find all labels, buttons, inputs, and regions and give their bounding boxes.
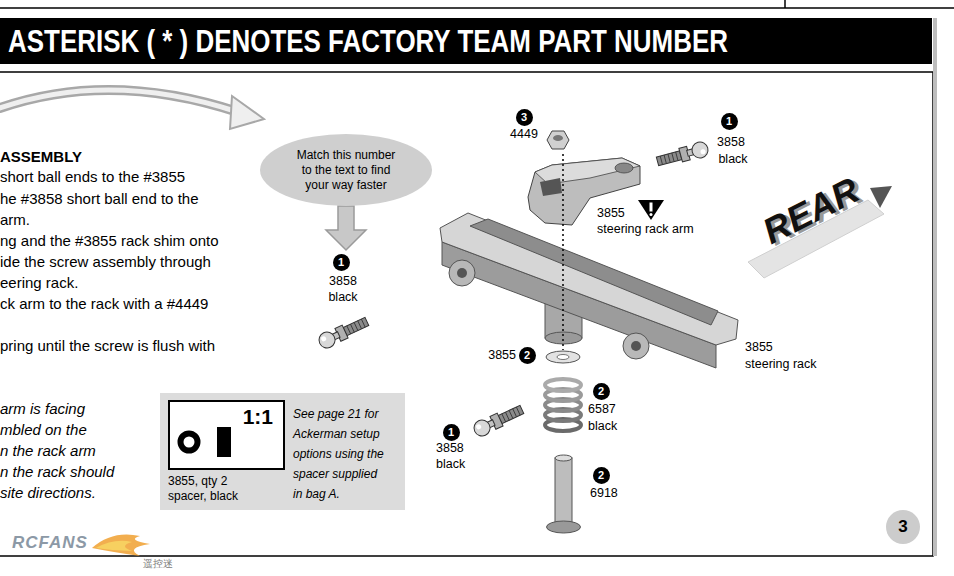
callout-digit: 2	[598, 469, 604, 481]
part-number: 3858	[436, 440, 464, 456]
part-number: 4449	[510, 126, 538, 142]
scale-text: 1:1	[243, 405, 273, 429]
nut	[547, 131, 569, 149]
header-band: ASTERISK ( * ) DENOTES FACTORY TEAM PART…	[0, 18, 932, 64]
curved-arrow-outline	[0, 90, 238, 112]
callout-number: 3	[516, 109, 533, 126]
down-arrow	[326, 206, 366, 250]
callout-digit: 1	[338, 256, 344, 268]
curved-arrow-fill	[0, 90, 238, 112]
rack-channel	[470, 219, 718, 325]
note-line: mbled on the	[0, 422, 87, 438]
note-line: site directions.	[0, 485, 96, 501]
warning-triangle	[638, 200, 664, 220]
callout-number: 1	[721, 113, 738, 130]
panel-frame	[0, 72, 933, 556]
part-number: 6587	[588, 401, 616, 417]
callout-number: 2	[593, 383, 610, 400]
instruction-line: ide the screw assembly through	[0, 254, 211, 270]
panel-shadow	[933, 18, 937, 556]
shim-hole	[557, 355, 569, 360]
curved-arrow-head	[230, 96, 264, 129]
section-heading: ASSEMBLY	[0, 149, 82, 165]
callout-number: 2	[593, 467, 610, 484]
part-number: 3858	[717, 134, 745, 150]
pivot-pin	[555, 458, 572, 526]
instruction-line: short ball ends to the #3855	[0, 169, 185, 185]
part-color: black	[588, 418, 617, 434]
note-panel: 3855, qty 2 spacer, black See page 21 for…	[160, 393, 405, 510]
part-number: 6918	[590, 485, 618, 501]
spring-coil	[545, 379, 581, 391]
part-number: 3855	[597, 205, 625, 221]
ball-stud-left	[316, 314, 370, 350]
part-color: black	[328, 289, 357, 305]
rack-boss-bottom	[545, 332, 582, 344]
rack-eye-hole	[457, 268, 467, 278]
part-color: black	[718, 151, 747, 167]
rear-arrowhead	[870, 186, 892, 208]
page-number-text: 3	[898, 517, 907, 537]
watermark: 遥控迷	[143, 558, 173, 570]
direction-marker: REAR	[757, 170, 866, 252]
part-name: steering rack arm	[597, 221, 694, 237]
callout-number: 2	[519, 347, 536, 364]
bubble-text: Match this number to the text to find yo…	[294, 148, 398, 193]
instruction-line: eering rack.	[0, 275, 78, 291]
callout-digit: 1	[448, 426, 454, 438]
watermark-flame-inner	[96, 541, 132, 551]
instruction-line: arm.	[0, 212, 30, 228]
instruction-line: pring until the screw is flush with	[0, 338, 215, 354]
part-name: steering rack	[745, 356, 817, 372]
spacer-side	[217, 427, 231, 457]
rack-top-face	[440, 213, 738, 345]
warning-dot	[650, 213, 653, 216]
part-number: 3858	[329, 273, 357, 289]
rack-shim	[546, 351, 580, 363]
assembly-axis	[562, 154, 564, 350]
callout-digit: 1	[726, 115, 732, 127]
page-number: 3	[886, 510, 920, 544]
spacer-icon	[170, 416, 240, 466]
ball-stud-lower	[471, 402, 525, 438]
instruction-line: he #3858 short ball end to the	[0, 191, 199, 207]
callout-number: 1	[443, 424, 460, 441]
scale-box: 1:1	[168, 400, 285, 470]
arm-socket	[540, 178, 562, 196]
part-color: black	[436, 456, 465, 472]
part-number: 3855	[745, 339, 773, 355]
top-divider	[784, 0, 786, 8]
pin-head	[547, 521, 581, 533]
ball-stud-top	[655, 140, 709, 169]
watermark: RCFANS	[12, 535, 88, 551]
callout-number: 1	[333, 254, 350, 271]
arm-hole	[615, 163, 633, 173]
callout-digit: 3	[521, 111, 527, 123]
note-line: n the rack arm	[0, 443, 96, 459]
warning-mark	[650, 203, 653, 212]
note-line: n the rack should	[0, 464, 114, 480]
note-line: arm is facing	[0, 401, 85, 417]
steering-rack-arm	[528, 158, 640, 225]
rack-eye-left	[449, 260, 475, 286]
nut-hole	[553, 135, 563, 141]
watermark-flame	[92, 535, 150, 557]
top-rule	[0, 7, 954, 9]
callout-bubble: Match this number to the text to find yo…	[259, 133, 433, 207]
instruction-line: ng and the #3855 rack shim onto	[0, 233, 218, 249]
bubble-ellipse	[260, 134, 432, 206]
spacer-ring	[181, 434, 198, 451]
rack-eye-hole	[631, 341, 641, 351]
note-text: See page 21 for Ackerman setup options u…	[293, 404, 389, 504]
callout-digit: 2	[598, 385, 604, 397]
part-caption: 3855, qty 2 spacer, black	[168, 474, 263, 504]
pin-top	[555, 455, 572, 461]
callout-digit: 2	[524, 349, 530, 361]
heading-text: ASTERISK ( * ) DENOTES FACTORY TEAM PART…	[8, 18, 728, 64]
rack-eye-right	[623, 333, 649, 359]
part-number: 3855	[488, 347, 516, 363]
instruction-line: ck arm to the rack with a #4449	[0, 296, 208, 312]
